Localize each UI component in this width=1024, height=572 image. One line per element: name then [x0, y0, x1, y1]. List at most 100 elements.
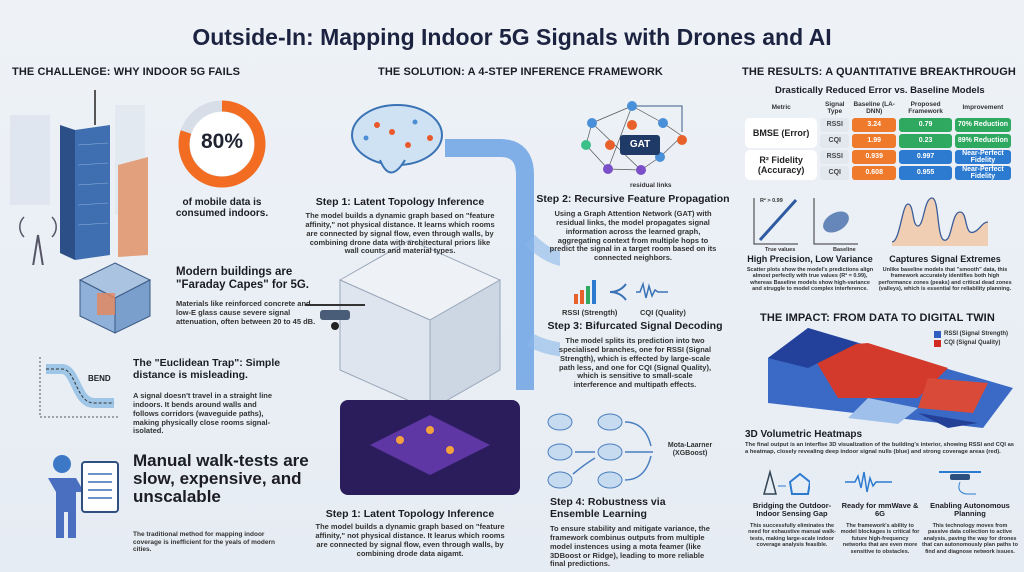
card-mmwave-body: The framework's ability to model blockag…	[840, 523, 920, 555]
cell-tower-icon	[19, 216, 57, 265]
step2-title: Step 2: Recursive Feature Propagation	[536, 193, 730, 205]
proposed-cell: 0.79	[899, 117, 952, 132]
rssi-strength-label: RSSI (Strength)	[562, 308, 618, 317]
ensemble-brains-icon	[547, 413, 653, 489]
flow-illustration	[305, 104, 560, 495]
precision-body: Scatter plots show the model's predictio…	[746, 267, 874, 293]
heatmap-body: The final output is an interflse 3D visu…	[745, 442, 1015, 455]
card-bridging-title: Bridging the Outdoor-Indoor Sensing Gap	[752, 501, 832, 519]
cqi-quality-label: CQI (Quality)	[640, 308, 686, 317]
stat-caption: of mobile data is consumed indoors.	[175, 197, 269, 219]
legend-label: RSSI (Signal Strength)	[944, 331, 1009, 337]
stat-value: 80%	[200, 130, 244, 153]
page-title: Outside-In: Mapping Indoor 5G Signals wi…	[192, 24, 832, 50]
legend-swatch	[934, 340, 941, 348]
r2-annotation: R² > 0.99	[760, 198, 783, 204]
col-signal: Signal Type	[824, 101, 845, 115]
legend-swatch	[934, 331, 941, 339]
proposed-cell: 0.997	[899, 149, 952, 164]
stat-donut	[178, 100, 266, 188]
scatter-plots	[753, 198, 858, 245]
metric-cell: R² Fidelity (Accuracy)	[745, 149, 818, 180]
waveform-icon	[636, 281, 668, 299]
step1-body: The model builds a dynamic graph based o…	[305, 211, 495, 256]
card-mmwave-title: Ready for mmWave & 6G	[841, 501, 919, 519]
metric-cell: BMSE (Error)	[745, 117, 818, 148]
drone-icon	[305, 304, 365, 330]
city-tower-illustration	[10, 90, 148, 265]
step1-title: Step 1: Latent Topology Inference	[315, 196, 485, 208]
euclid-title: The "Euclidean Trap": Simple distance is…	[133, 357, 281, 381]
brain-icon	[351, 104, 443, 174]
col-metric: Metric	[771, 104, 791, 112]
precision-title: High Precision, Low Variance	[747, 254, 873, 264]
bend-label: BEND	[88, 374, 111, 383]
step1b-body: The model builds a dynamic graph based o…	[315, 522, 505, 558]
step1b-title: Step 1: Latent Topology Inference	[325, 508, 495, 520]
step2-body: Using a Graph Attention Network (GAT) wi…	[549, 209, 717, 263]
signal-extremes-curve	[891, 197, 989, 246]
card-bridging-body: This successfully eliminates the need fo…	[748, 523, 836, 549]
signal-bars-icon	[574, 280, 596, 304]
manual-body: The traditional method for mapping indoo…	[133, 531, 275, 554]
heatmap-3d	[768, 328, 1013, 428]
residual-links-label: residual links	[630, 182, 672, 189]
heatmap-title: 3D Volumetric Heatmaps	[745, 429, 863, 440]
extremes-title: Captures Signal Extremes	[889, 254, 1001, 264]
improvement-cell: 89% Reduction	[954, 133, 1011, 148]
tower-to-house-icon	[763, 469, 810, 495]
improvement-cell: Near-Perfect Fidelity	[954, 149, 1011, 164]
step4-body: To ensure stability and mitigate varianc…	[550, 524, 710, 569]
challenge-header: THE CHALLENGE: WHY INDOOR 5G FAILS	[12, 66, 241, 78]
extremes-body: Unlike baseline models that "smooth" dat…	[878, 267, 1012, 293]
solution-header: THE SOLUTION: A 4-STEP INFERENCE FRAMEWO…	[378, 66, 663, 78]
col-improvement: Improvement	[962, 104, 1004, 112]
improvement-cell: 70% Reduction	[954, 117, 1011, 132]
signal-branch-icons	[574, 280, 668, 304]
gat-graph-icon	[581, 101, 687, 175]
proposed-cell: 0.955	[899, 165, 952, 180]
manual-title: Manual walk-tests are slow, expensive, a…	[133, 451, 309, 506]
plot2-xlabel: Baseline	[833, 247, 856, 253]
results-header: THE RESULTS: A QUANTITATIVE BREAKTHROUGH	[742, 66, 1016, 78]
faraday-body: Materials like reinforced concrete and l…	[176, 299, 316, 326]
signal-cell: CQI	[820, 133, 850, 148]
drone-path-icon	[939, 471, 981, 495]
step4-title: Step 4: Robustness via Ensemble Learning	[550, 496, 666, 520]
results-subheader: Drastically Reduced Error vs. Baseline M…	[775, 85, 985, 96]
waveform-icon	[845, 471, 892, 493]
col-proposed: Proposed Framework	[908, 101, 943, 115]
signal-cell: RSSI	[820, 149, 850, 164]
results-table: Metric Signal Type Baseline (LA-DNN) Propos…	[742, 100, 1014, 182]
card-autonomous-title: Enabling Autonomous Planning	[930, 501, 1010, 519]
person-clipboard-icon	[48, 455, 119, 538]
baseline-cell: 3.24	[852, 117, 897, 132]
signal-cell: CQI	[820, 165, 850, 180]
improvement-cell: Near-Perfect Fidelity	[954, 165, 1011, 180]
heatmap-legend: RSSI (Signal Strength) CQI (Signal Quali…	[934, 331, 1009, 348]
step3-body: The model splits its prediction into two…	[558, 336, 712, 390]
proposed-cell: 0.23	[899, 133, 952, 148]
col-baseline: Baseline (LA-DNN)	[853, 101, 895, 115]
baseline-cell: 0.608	[852, 165, 897, 180]
glass-building-icon	[78, 262, 152, 334]
meta-learner-label: Mota-Laarner (XGBoost)	[667, 442, 713, 458]
legend-item-cqi: CQI (Signal Quality)	[934, 340, 1008, 348]
baseline-cell: 0.939	[852, 149, 897, 164]
gat-label: GAT	[629, 139, 651, 150]
card-autonomous-body: This technology moves from passive data …	[922, 523, 1018, 555]
impact-header: THE IMPACT: FROM DATA TO DIGITAL TWIN	[760, 312, 995, 324]
plot1-xlabel: True values	[765, 247, 796, 253]
signal-cell: RSSI	[820, 117, 850, 132]
legend-label: CQI (Signal Quality)	[944, 340, 1001, 347]
step3-title: Step 3: Bifurcated Signal Decoding	[547, 320, 723, 332]
faraday-title: Modern buildings are "Faraday Capes" for…	[176, 266, 309, 291]
legend-item-rssi: RSSI (Signal Strength)	[934, 331, 1009, 339]
bend-path-graph	[39, 357, 120, 418]
baseline-cell: 1.99	[852, 133, 897, 148]
euclid-body: A signal doesn't travel in a straight li…	[133, 391, 273, 436]
